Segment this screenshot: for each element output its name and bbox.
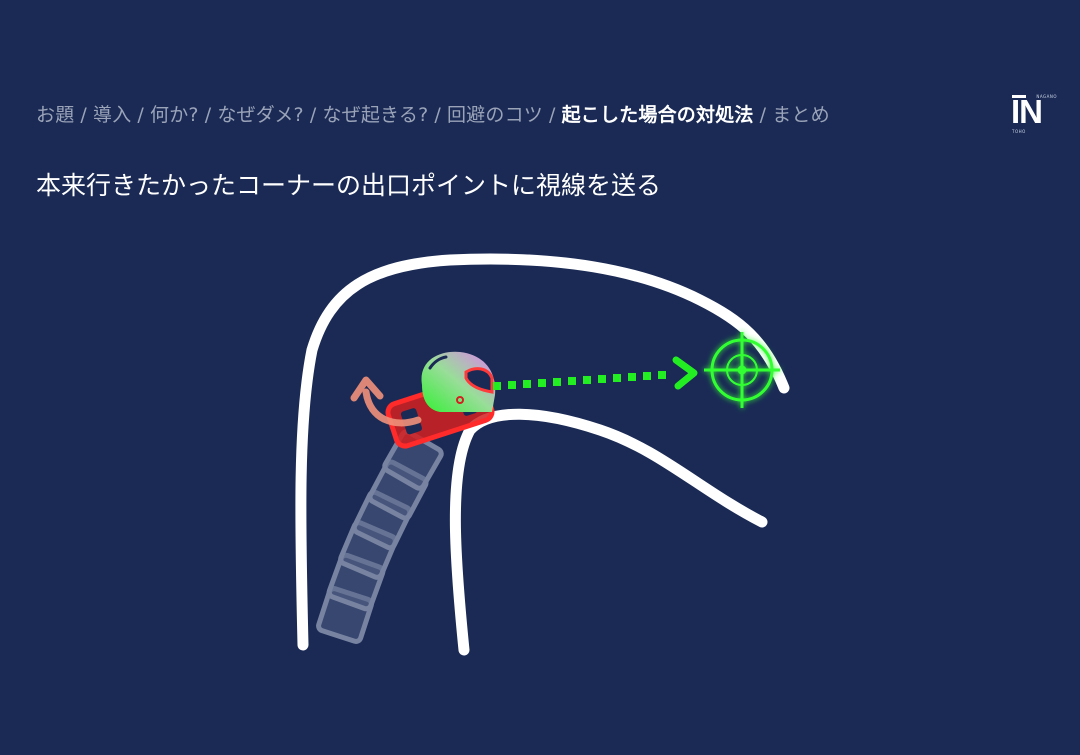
breadcrumb: お題/導入/何か?/なぜダメ?/なぜ起きる?/回避のコツ/起こした場合の対処法/… [36,100,830,127]
logo-bar [1012,95,1026,98]
breadcrumb-item-why-bad[interactable]: なぜダメ? [217,104,304,126]
breadcrumb-item-summary[interactable]: まとめ [772,104,830,126]
logo: IN NAGANO TOHO [1011,92,1057,134]
logo-mark: IN [1011,93,1043,130]
breadcrumb-item-why-happens[interactable]: なぜ起きる? [322,104,429,126]
road-curve-icon [295,253,790,656]
breadcrumb-item-tips[interactable]: 回避のコツ [446,104,543,126]
breadcrumb-separator: / [204,104,212,126]
breadcrumb-separator: / [759,104,767,126]
helmet-icon [421,351,496,412]
breadcrumb-item-intro[interactable]: 導入 [93,104,132,126]
breadcrumb-separator: / [137,104,145,126]
breadcrumb-separator: / [309,104,317,126]
breadcrumb-item-countermeasure[interactable]: 起こした場合の対処法 [561,104,754,126]
breadcrumb-separator: / [434,104,441,126]
ghost-car-trail-icon [316,429,444,644]
dotted-gaze-arrow-icon [493,356,698,390]
logo-bottom-text: TOHO [1012,129,1026,134]
turn-arrow-icon [350,376,422,427]
logo-top-text: NAGANO [1036,94,1057,99]
breadcrumb-separator: / [548,104,556,126]
breadcrumb-separator: / [80,104,88,126]
breadcrumb-item-odai[interactable]: お題 [36,104,75,126]
breadcrumb-item-what[interactable]: 何か? [150,104,199,126]
page-title: 本来行きたかったコーナーの出口ポイントに視線を送る [36,171,662,200]
target-crosshair-icon [704,332,780,408]
